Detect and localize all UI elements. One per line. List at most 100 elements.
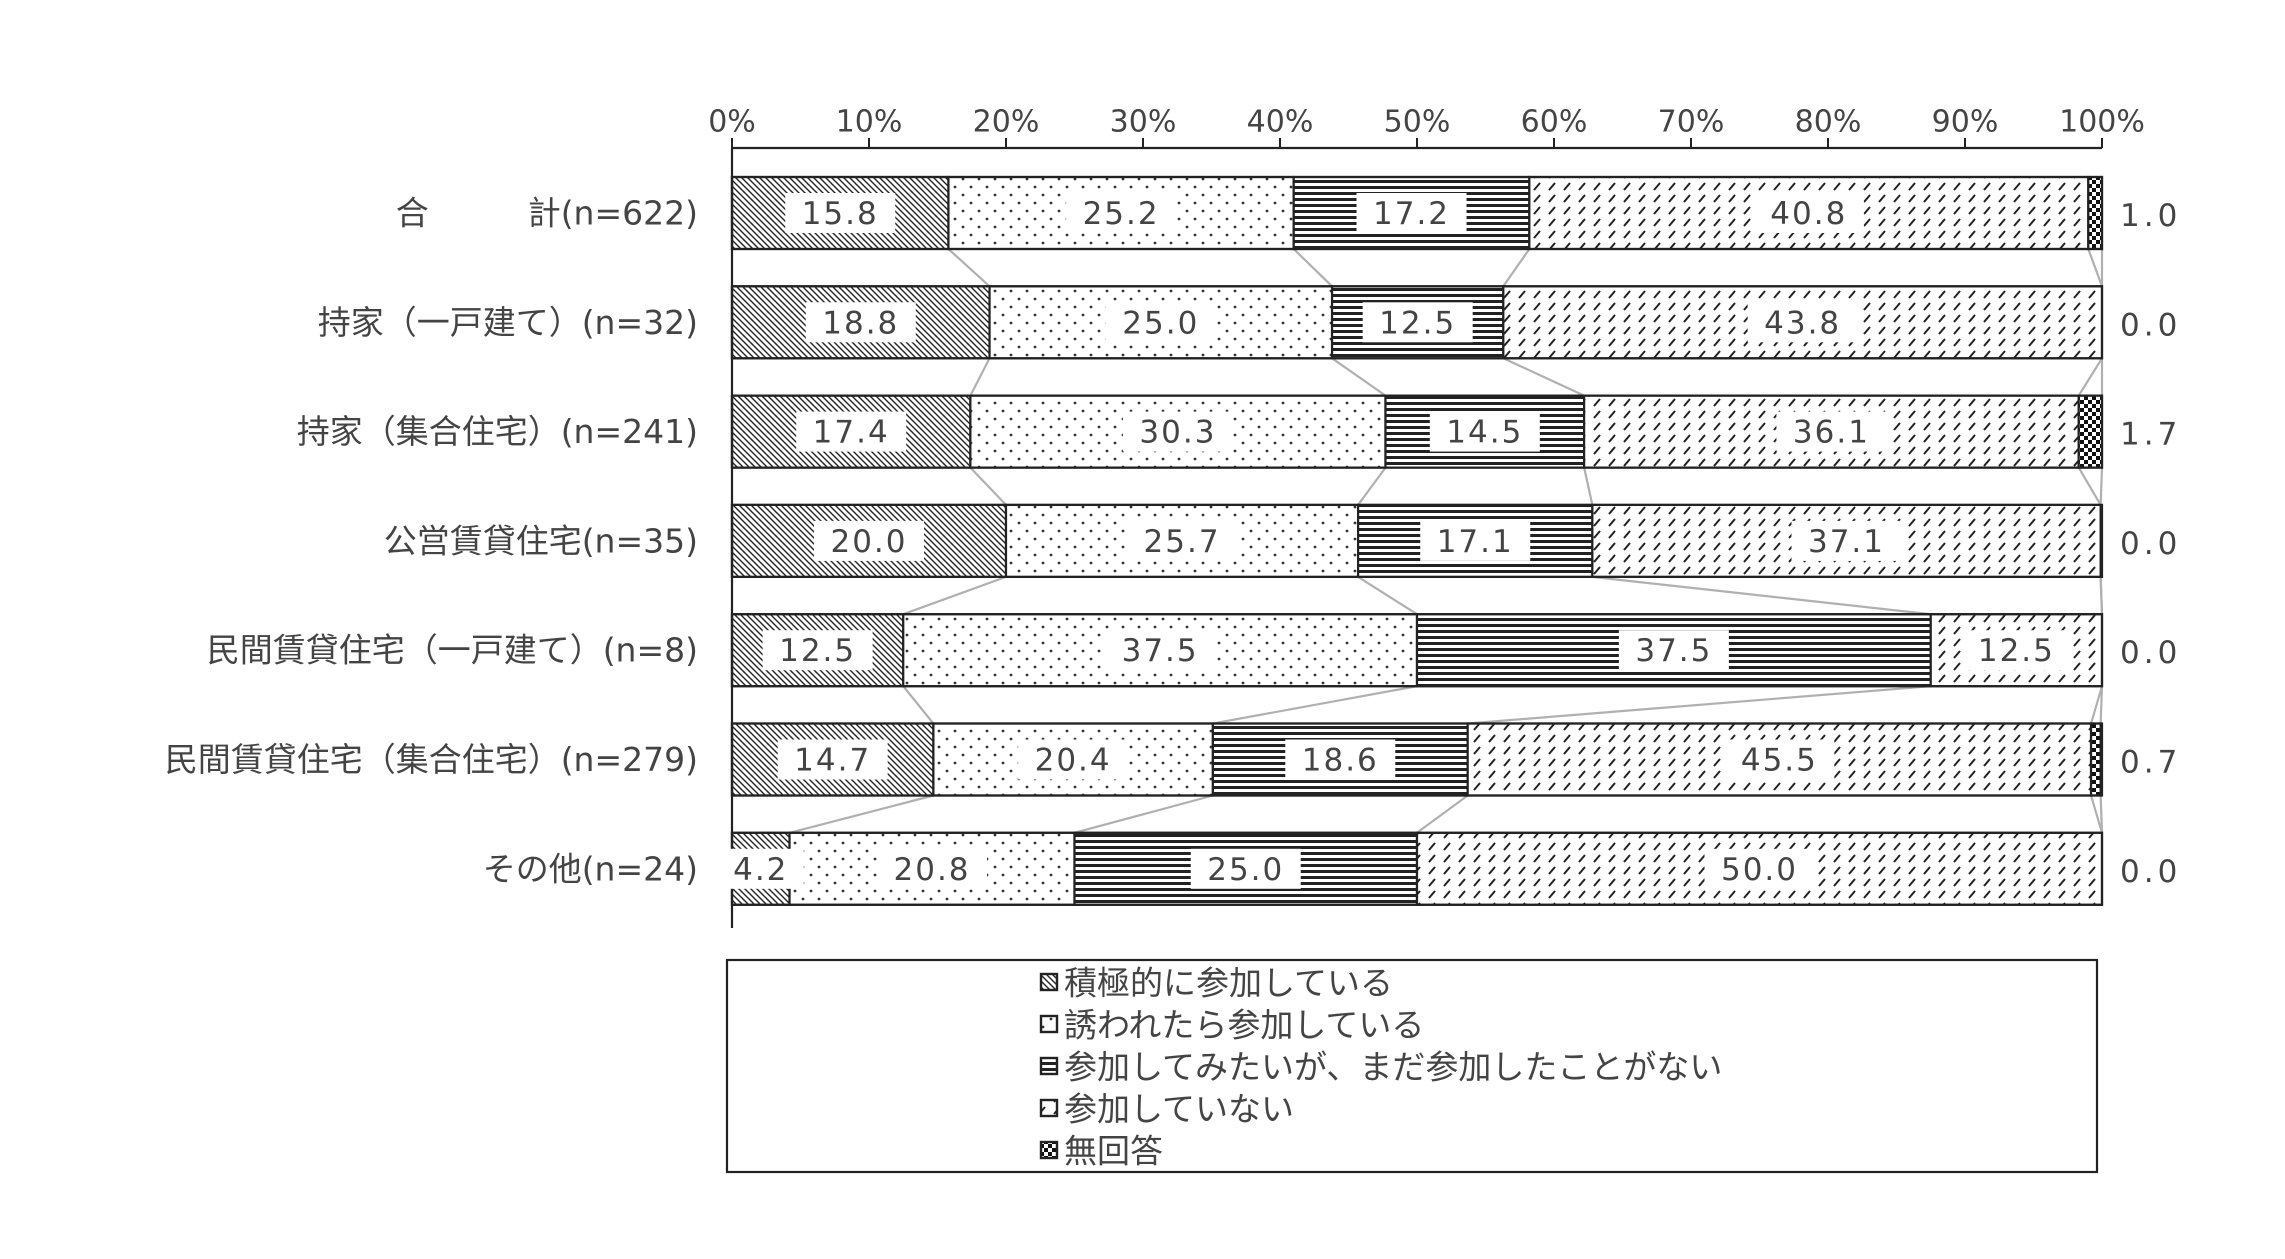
x-tick-label: 40% <box>1247 105 1314 140</box>
legend-swatch-checker <box>1039 1140 1059 1160</box>
value-label: 50.0 <box>1721 852 1798 888</box>
value-label-backdrop <box>805 302 916 343</box>
connector-line <box>789 794 934 834</box>
connector-line <box>1592 575 1931 616</box>
value-label-backdrop <box>796 411 907 452</box>
connector-line <box>2099 576 2104 615</box>
legend-label: 積極的に参加している <box>1064 964 1393 1003</box>
x-tick-label: 30% <box>1110 105 1177 140</box>
connector-line <box>2089 795 2104 834</box>
value-label-backdrop <box>1724 739 1835 780</box>
connector-line <box>969 357 991 397</box>
legend-swatch-horizontal-lines <box>1039 1056 1059 1076</box>
x-tick-label: 50% <box>1384 105 1451 140</box>
value-label: 37.5 <box>1635 633 1712 669</box>
legend-label: 無回答 <box>1064 1132 1163 1171</box>
value-label-backdrop <box>785 193 896 233</box>
legend-label: 参加してみたいが、まだ参加したことがない <box>1064 1048 1722 1087</box>
connector-line <box>2099 686 2104 724</box>
category-labels: 合 計(n=622) 持家（一戸建て）(n=32) 持家（集合住宅）(n=241) 公… <box>165 194 698 889</box>
value-label-backdrop <box>777 739 888 780</box>
legend-swatch-diagonal-dense <box>1039 972 1059 992</box>
value-label-no-answer: 0.0 <box>2120 526 2181 562</box>
connector-line <box>902 685 935 725</box>
value-label-backdrop <box>1420 520 1531 561</box>
value-label-backdrop <box>1105 302 1216 343</box>
connector-line <box>1331 357 1387 397</box>
category-label: 持家（集合住宅）(n=241) <box>297 412 698 451</box>
value-label-backdrop <box>1122 411 1233 452</box>
value-label-backdrop <box>717 848 804 889</box>
connector-line <box>1467 685 1931 725</box>
value-label: 30.3 <box>1139 415 1216 451</box>
value-label-backdrop <box>1018 739 1129 780</box>
value-label: 14.7 <box>794 743 871 779</box>
value-label: 17.1 <box>1437 524 1514 560</box>
value-label: 36.1 <box>1793 415 1870 451</box>
value-label: 20.4 <box>1035 743 1112 779</box>
legend-label: 誘われたら参加している <box>1064 1006 1424 1045</box>
value-label-backdrop <box>877 848 988 889</box>
category-label: 民間賃貸住宅（一戸建て）(n=8) <box>207 631 698 670</box>
x-tick-label: 0% <box>708 105 756 140</box>
value-label-backdrop <box>1753 193 1864 233</box>
connector-line <box>2077 357 2103 397</box>
category-label: 合 計(n=622) <box>396 194 698 233</box>
value-label: 17.2 <box>1373 196 1450 232</box>
category-label: 公営賃貸住宅(n=35) <box>384 521 698 560</box>
connector-line <box>1502 357 1585 397</box>
value-label-backdrop <box>1190 848 1301 889</box>
value-label: 12.5 <box>779 633 856 669</box>
connector-line <box>1583 467 1594 506</box>
bar-segment-checker <box>2087 175 2104 251</box>
connector-line <box>969 466 1007 506</box>
value-label: 25.7 <box>1144 524 1221 560</box>
value-label-backdrop <box>1618 630 1729 671</box>
value-label-no-answer: 1.0 <box>2120 198 2181 234</box>
value-label-backdrop <box>1285 739 1396 780</box>
value-label-no-answer: 0.0 <box>2120 635 2181 671</box>
value-label: 43.8 <box>1764 305 1841 341</box>
value-label: 25.0 <box>1207 852 1284 888</box>
category-label: その他(n=24) <box>483 849 698 888</box>
value-label: 20.8 <box>894 852 971 888</box>
value-label: 12.5 <box>1379 305 1456 341</box>
value-label-backdrop <box>1356 193 1467 233</box>
connector-line <box>1357 575 1418 616</box>
connector-line <box>947 248 991 288</box>
connector-line <box>2099 795 2104 833</box>
legend-box <box>725 958 2099 1174</box>
category-label: 持家（一戸建て）(n=32) <box>318 303 698 342</box>
connector-line <box>1502 248 1531 287</box>
value-label-backdrop <box>1362 302 1473 343</box>
axes <box>730 138 2103 928</box>
value-label: 15.8 <box>802 196 879 232</box>
connector-line <box>2089 685 2104 724</box>
x-tick-label: 80% <box>1795 105 1862 140</box>
x-tick-label: 10% <box>836 105 903 140</box>
value-label: 25.0 <box>1122 305 1199 341</box>
value-label-backdrop <box>762 630 873 671</box>
value-label-backdrop <box>1066 193 1177 233</box>
x-tick-label: 60% <box>1521 105 1588 140</box>
x-tick-label: 20% <box>973 105 1040 140</box>
legend-label: 参加していない <box>1064 1090 1294 1129</box>
connector-line <box>2077 467 2102 506</box>
value-label: 18.6 <box>1302 743 1379 779</box>
value-label: 37.1 <box>1808 524 1885 560</box>
connector-line <box>2099 467 2104 505</box>
category-label: 民間賃貸住宅（集合住宅）(n=279) <box>165 740 698 779</box>
connector-line <box>2087 248 2104 287</box>
connector-line <box>1212 685 1418 725</box>
value-label: 45.5 <box>1741 743 1818 779</box>
connector-line <box>1416 794 1469 834</box>
value-label-backdrop <box>1791 520 1902 561</box>
value-label-backdrop <box>1429 411 1540 452</box>
connector-line <box>902 575 1007 616</box>
value-label-no-answer: 0.0 <box>2120 854 2181 890</box>
value-label: 14.5 <box>1446 415 1523 451</box>
value-label: 40.8 <box>1770 196 1847 232</box>
value-label-backdrop <box>1747 302 1858 343</box>
